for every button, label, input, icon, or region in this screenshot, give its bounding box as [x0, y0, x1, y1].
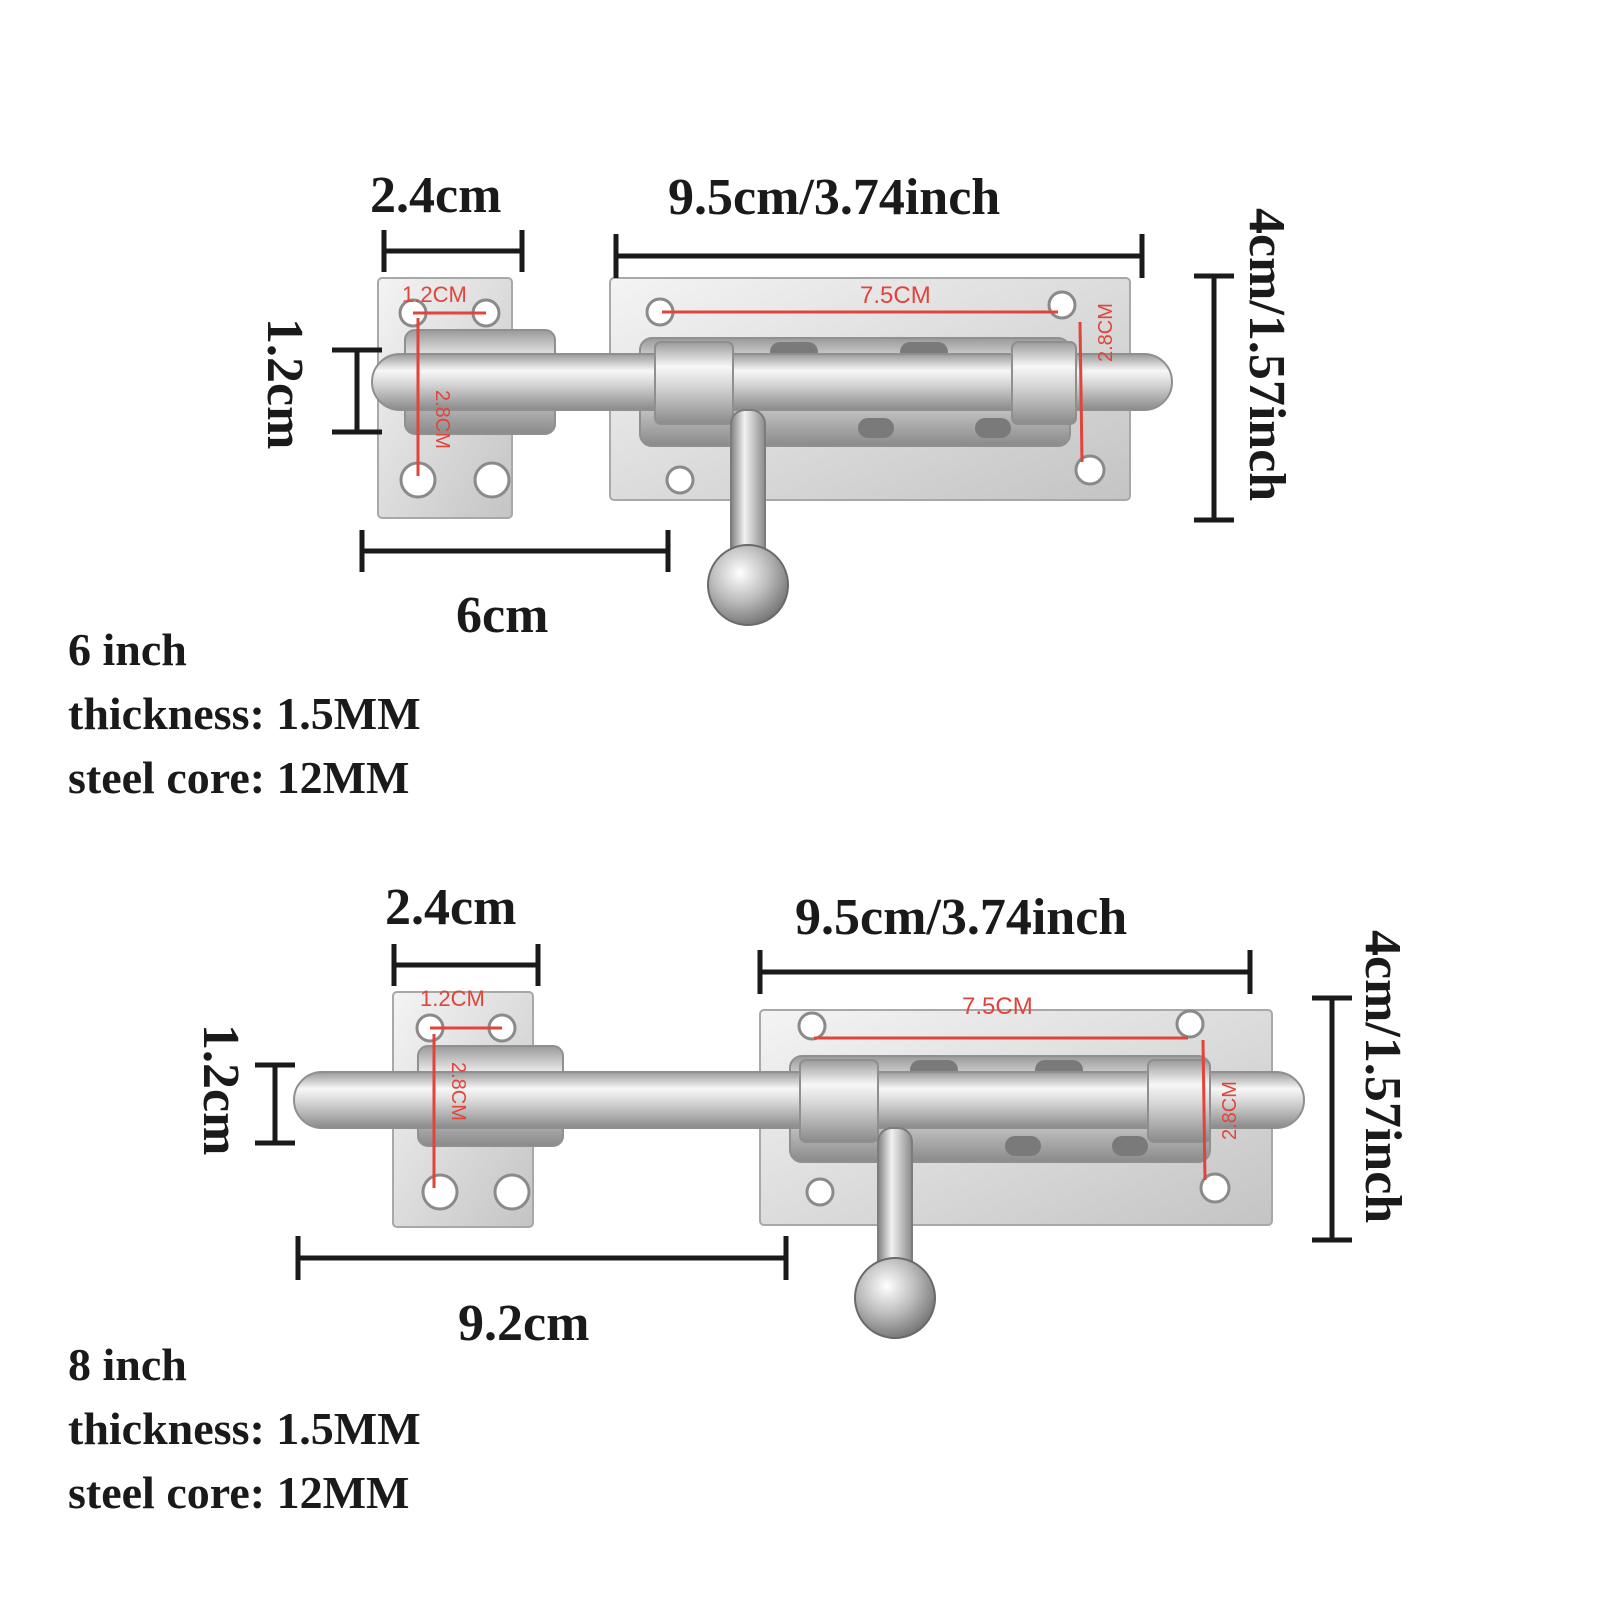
keeper-length-label: 6cm: [456, 587, 548, 644]
steel-core-spec: steel core: 12MM: [68, 752, 410, 803]
bolt-rod: [371, 341, 1173, 425]
size-label: 6 inch: [68, 624, 187, 675]
thickness-spec: thickness: 1.5MM: [68, 688, 421, 739]
hole-spacing-main-label: 7.5CM: [860, 282, 931, 309]
size-label: 8 inch: [68, 1339, 187, 1390]
red-annotations: [430, 1026, 1207, 1188]
dimension-lines: [255, 944, 1352, 1280]
bolt-handle: [707, 409, 789, 626]
spec-block-8inch: 8 inch thickness: 1.5MM steel core: 12MM: [68, 1333, 421, 1525]
bolt-rod: [293, 1059, 1305, 1143]
bolt-handle: [854, 1127, 936, 1339]
main-length-label: 9.5cm/3.74inch: [668, 169, 1000, 226]
hole-spacing-small-vertical-label: 2.8CM: [431, 390, 453, 449]
dimension-lines: [332, 230, 1234, 572]
bolt-diameter-label: 1.2cm: [192, 1024, 249, 1155]
hole-spacing-small-label: 1.2CM: [420, 986, 485, 1011]
steel-core-spec: steel core: 12MM: [68, 1467, 410, 1518]
product-6inch: 1.2CM 7.5CM 2.8CM 2.8CM 2.4cm 9.5cm/3.74…: [256, 167, 1295, 644]
red-annotations: [413, 310, 1084, 476]
product-8inch: 1.2CM 7.5CM 2.8CM 2.8CM 2.4cm 9.5cm/3.74…: [192, 879, 1411, 1352]
hole-spacing-main-vertical-label: 2.8CM: [1095, 303, 1117, 362]
spec-block-6inch: 6 inch thickness: 1.5MM steel core: 12MM: [68, 618, 421, 810]
bolt-diameter-label: 1.2cm: [256, 318, 313, 449]
keeper-length-label: 9.2cm: [458, 1295, 589, 1352]
hole-spacing-main-vertical-label: 2.8CM: [1219, 1081, 1241, 1140]
height-label: 4cm/1.57inch: [1238, 208, 1295, 501]
plate-width-label: 2.4cm: [370, 167, 501, 224]
height-label: 4cm/1.57inch: [1354, 930, 1411, 1223]
hole-spacing-small-label: 1.2CM: [402, 282, 467, 307]
hole-spacing-small-vertical-label: 2.8CM: [447, 1062, 469, 1121]
plate-width-label: 2.4cm: [385, 879, 516, 936]
hole-spacing-main-label: 7.5CM: [962, 993, 1033, 1020]
thickness-spec: thickness: 1.5MM: [68, 1403, 421, 1454]
main-length-label: 9.5cm/3.74inch: [795, 889, 1127, 946]
